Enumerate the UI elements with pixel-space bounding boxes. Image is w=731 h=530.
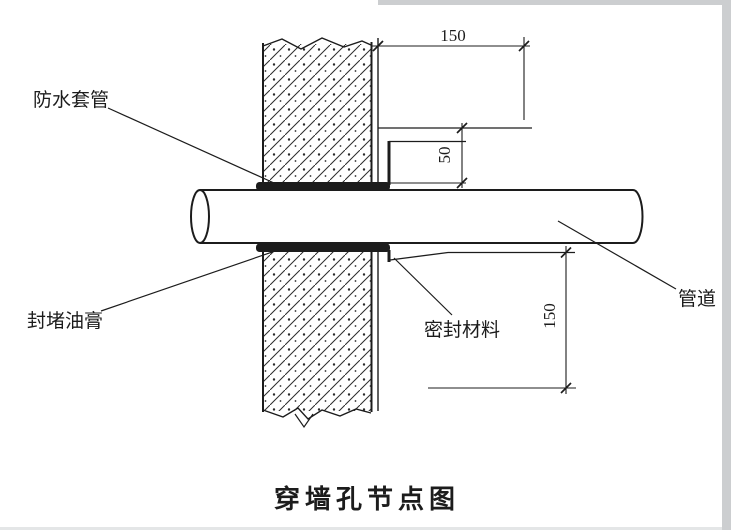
break-line-top [262, 37, 372, 50]
label-pipe: 管道 [678, 288, 716, 310]
drawing-title: 穿墙孔节点图 [274, 484, 460, 514]
seal-band-top [256, 182, 390, 191]
dim-tick [560, 246, 572, 259]
dim-tick [456, 122, 468, 134]
wall-hatch-lower [263, 251, 371, 411]
flashing-bottom [389, 251, 575, 261]
wall-hatch-upper [263, 44, 371, 184]
label-waterproof-sleeve: 防水套管 [33, 89, 109, 111]
break-notch-bottom [294, 413, 314, 429]
dim-top-value: 150 [440, 26, 466, 45]
break-line-bottom [262, 407, 372, 420]
pipe-right-end-cap [632, 189, 644, 244]
dim-tick [518, 40, 530, 52]
scan-edge-bottom [0, 527, 722, 530]
dim-tick [456, 177, 468, 189]
dim-tick [372, 40, 384, 52]
label-sealing-putty: 封堵油膏 [27, 309, 103, 332]
scan-edge-right [722, 0, 731, 530]
leader-lines [100, 107, 677, 316]
pipe-left-end-cap [190, 189, 210, 244]
leader-sealing-putty [100, 248, 282, 312]
dim-50-value: 50 [435, 147, 454, 164]
dimension-lines [372, 37, 576, 394]
pipe-shape [190, 189, 644, 244]
label-sealing-material: 密封材料 [424, 319, 500, 341]
leader-waterproof-sleeve [107, 107, 275, 184]
concrete-wall [262, 37, 379, 429]
leader-sealing-material [393, 257, 453, 316]
sleeve-and-seals [256, 127, 575, 262]
seal-band-bottom [256, 243, 390, 252]
dim-right-value: 150 [540, 303, 559, 329]
text-annotations: 防水套管 封堵油膏 密封材料 管道 150 50 150 穿墙孔节点图 [27, 26, 716, 514]
scan-edge-top [378, 0, 722, 5]
leader-pipe [557, 220, 677, 290]
